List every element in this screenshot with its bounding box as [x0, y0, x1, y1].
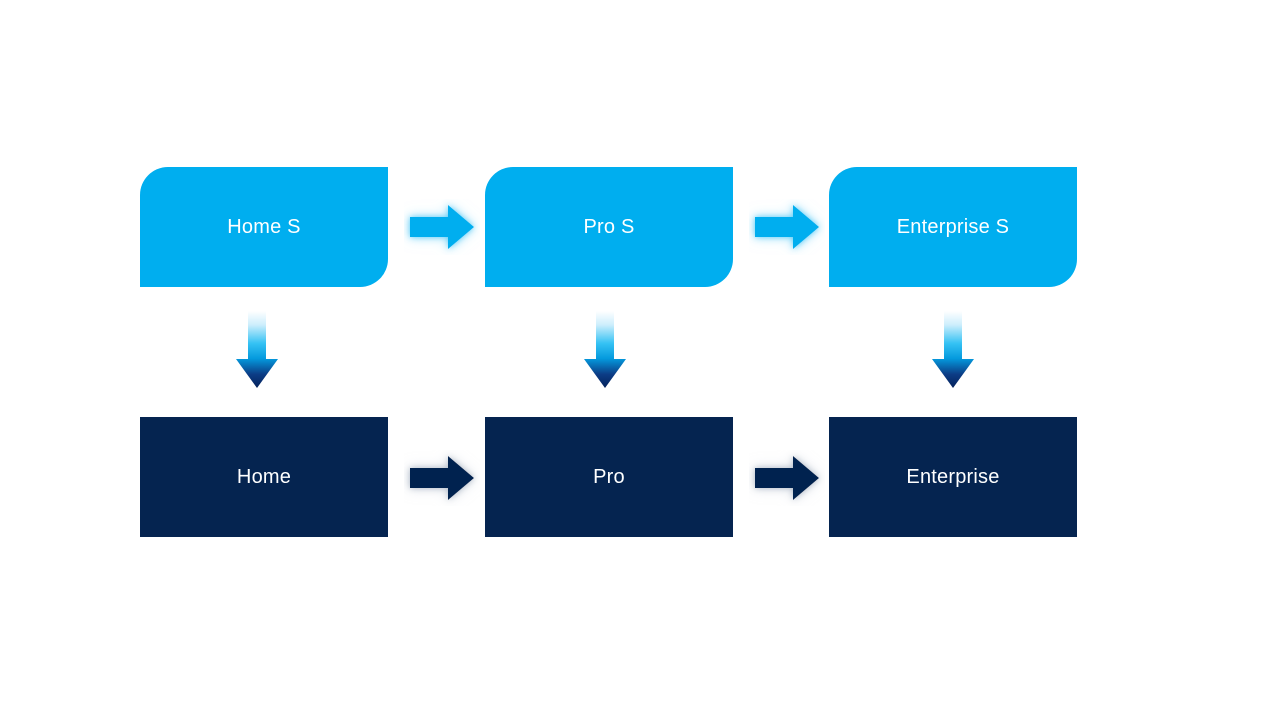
service-arrow-right-icon-1: [404, 199, 480, 255]
service-node-enterprise-s[interactable]: Enterprise S: [829, 167, 1077, 287]
product-arrow-right-icon-1: [404, 450, 480, 506]
service-node-home-s[interactable]: Home S: [140, 167, 388, 287]
product-node-label: Pro: [593, 466, 625, 488]
service-node-label: Enterprise S: [896, 216, 1010, 238]
down-arrow-icon-3: [930, 309, 976, 391]
service-arrow-right-icon-2: [749, 199, 825, 255]
product-node-home[interactable]: Home: [140, 417, 388, 537]
product-node-label: Enterprise: [906, 466, 1000, 488]
product-node-label: Home: [236, 466, 292, 488]
product-arrow-right-icon-2: [749, 450, 825, 506]
service-node-pro-s[interactable]: Pro S: [485, 167, 733, 287]
service-node-label: Home S: [227, 216, 301, 238]
service-node-label: Pro S: [583, 216, 635, 238]
product-node-pro[interactable]: Pro: [485, 417, 733, 537]
down-arrow-icon-1: [234, 309, 280, 391]
product-node-enterprise[interactable]: Enterprise: [829, 417, 1077, 537]
down-arrow-icon-2: [582, 309, 628, 391]
